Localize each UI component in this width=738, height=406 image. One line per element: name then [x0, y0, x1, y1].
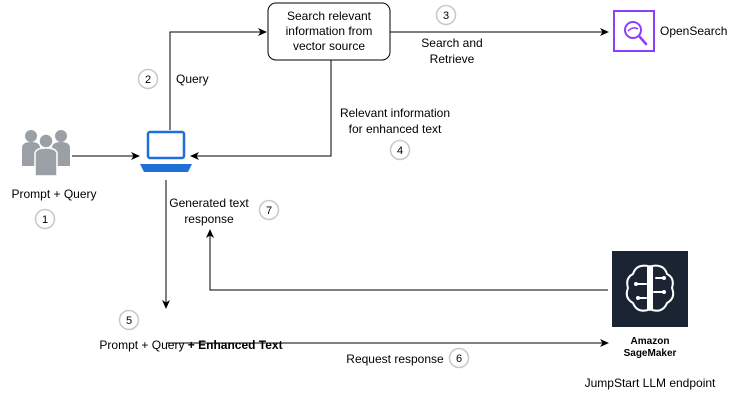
step-badge-1: 1: [34, 208, 56, 230]
edge-query: [169, 28, 267, 130]
laptop-node: [140, 130, 192, 172]
sagemaker-label-line-1: Amazon: [631, 336, 670, 347]
opensearch-node: OpenSearch: [613, 10, 727, 52]
step-badge-2: 2: [137, 68, 159, 90]
step-badge-7: 7: [258, 199, 280, 221]
edge-label-search-retrieve-2: Retrieve: [430, 52, 475, 66]
step-badge-6: 6: [448, 347, 470, 369]
edge-label-generated-text-1: Generated text: [169, 196, 249, 210]
step-badge-4: 4: [389, 139, 411, 161]
laptop-icon: [140, 130, 192, 172]
opensearch-icon: [613, 10, 655, 52]
edge-label-request-response: Request response: [346, 352, 444, 366]
enhanced-prompt-label: Prompt + Query + Enhanced Text: [99, 338, 282, 352]
step-badge-4-number: 4: [397, 145, 403, 157]
sagemaker-node: Amazon SageMaker JumpStart LLM endpoint: [585, 251, 716, 390]
opensearch-label: OpenSearch: [660, 24, 727, 38]
sagemaker-label-line-2: SageMaker: [624, 348, 677, 359]
step-badge-1-number: 1: [42, 214, 48, 226]
step-badge-3: 3: [435, 4, 457, 26]
step-badge-5-number: 5: [126, 315, 132, 327]
edge-generated-text: [206, 229, 608, 291]
enhanced-prompt-plain: Prompt + Query: [99, 338, 187, 352]
search-box-line-2: information from: [286, 24, 373, 38]
edge-label-generated-text-2: response: [184, 212, 234, 226]
search-box: [267, 2, 391, 61]
edge-label-relevant-info-2: for enhanced text: [349, 122, 442, 136]
edge-relevant-info: [190, 60, 332, 160]
step-badge-2-number: 2: [145, 74, 151, 86]
step-badge-7-number: 7: [266, 205, 272, 217]
search-box-line-1: Search relevant: [287, 9, 372, 23]
search-box-line-3: vector source: [293, 39, 365, 53]
users-label: Prompt + Query: [11, 187, 96, 201]
jumpstart-label: JumpStart LLM endpoint: [585, 376, 716, 390]
users-node: Prompt + Query: [11, 130, 97, 201]
edge-label-relevant-info-1: Relevant information: [340, 106, 450, 120]
users-group-icon: [22, 130, 70, 177]
edge-label-search-retrieve-1: Search and: [421, 36, 482, 50]
sagemaker-brain-icon: [612, 251, 688, 327]
search-node: Search relevant information from vector …: [267, 2, 391, 61]
step-badge-5: 5: [118, 309, 140, 331]
enhanced-prompt-bold: + Enhanced Text: [188, 338, 283, 352]
edge-label-query: Query: [176, 72, 209, 86]
step-badge-6-number: 6: [456, 353, 462, 365]
step-badge-3-number: 3: [443, 10, 449, 22]
